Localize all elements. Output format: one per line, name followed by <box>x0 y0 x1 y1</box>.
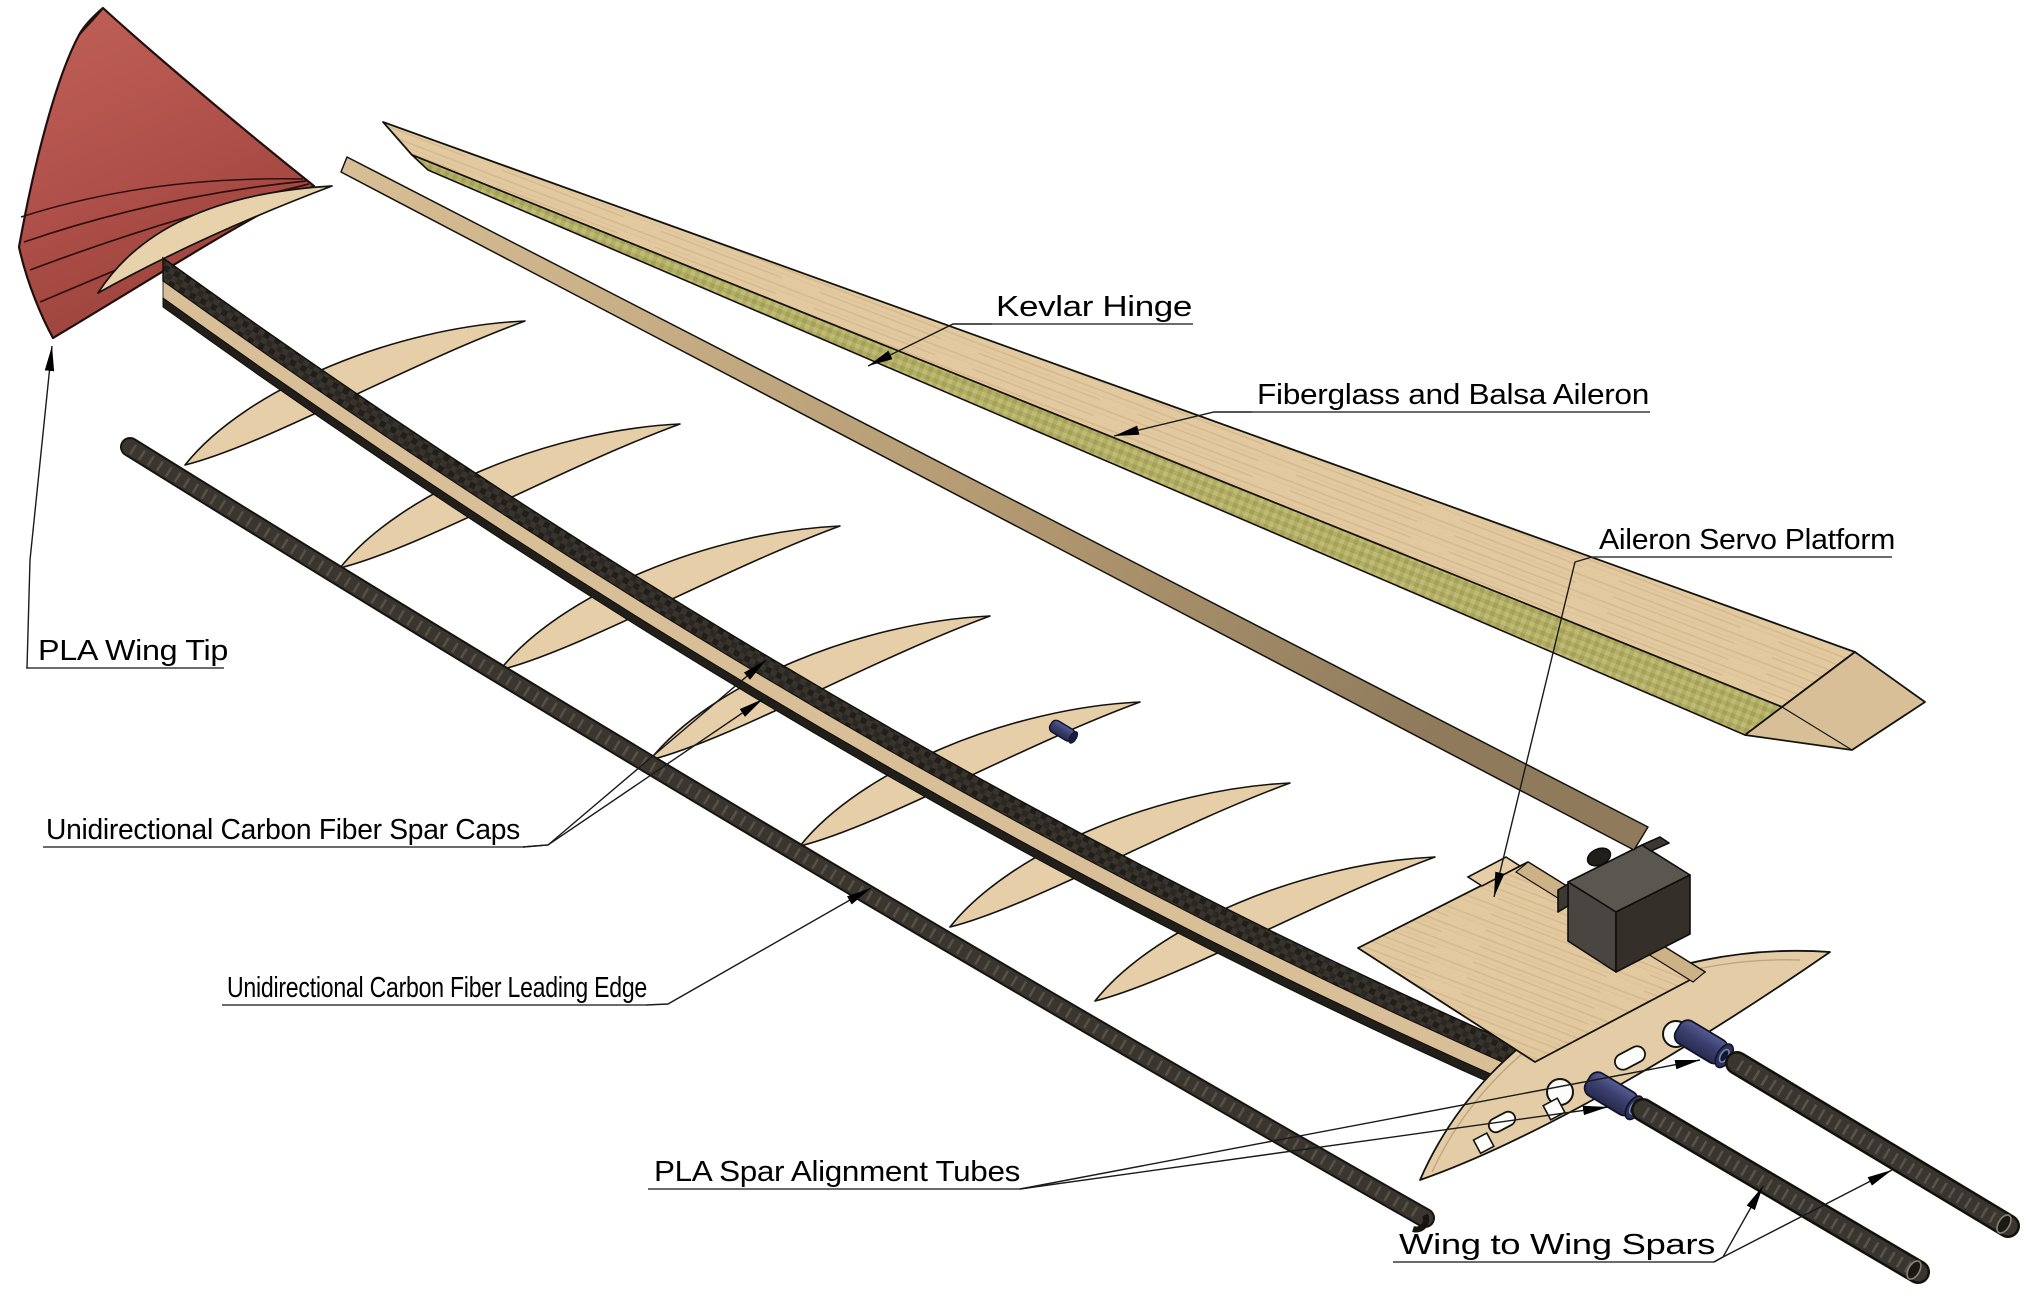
wing-tip-panel-line <box>20 178 304 218</box>
pla-alignment-tube-mid <box>1048 719 1079 744</box>
pla-alignment-tube <box>1673 1019 1735 1069</box>
lightening-slot <box>1614 1045 1646 1071</box>
callout-pla-wing-tip: PLA Wing Tip <box>26 345 228 669</box>
callout-aileron-servo-platform: Aileron Servo Platform <box>1493 524 1895 898</box>
leader-fiberglass-balsa-aileron <box>1113 411 1252 437</box>
wing-tip-bow <box>97 185 333 294</box>
leader-spar-caps-bottom <box>522 698 764 848</box>
label-fiberglass-balsa-aileron: Fiberglass and Balsa Aileron <box>1257 379 1649 411</box>
wing-spar-rod <box>1725 1051 2020 1238</box>
callout-kevlar-hinge: Kevlar Hinge <box>867 291 1193 367</box>
leader-alignment-tube-rear <box>1019 1059 1701 1190</box>
label-aileron-servo-platform: Aileron Servo Platform <box>1599 524 1895 556</box>
servo <box>1557 836 1691 973</box>
leader-wing-spar-front <box>1713 1185 1764 1263</box>
callout-fiberglass-balsa-aileron: Fiberglass and Balsa Aileron <box>1113 379 1650 437</box>
servo-mount-tab <box>1557 883 1569 913</box>
label-spar-caps: Unidirectional Carbon Fiber Spar Caps <box>46 814 520 846</box>
wing-spar-rod <box>1631 1098 1930 1284</box>
aileron <box>382 121 1926 751</box>
pla-wing-tip-part <box>17 6 316 340</box>
leader-kevlar-hinge <box>867 323 992 367</box>
servo-side-face <box>1615 874 1691 973</box>
label-spar-alignment-tubes: PLA Spar Alignment Tubes <box>654 1156 1020 1188</box>
leader-leading-edge <box>645 887 872 1006</box>
leader-pla-wing-tip <box>26 345 55 669</box>
leader-wing-spar-rear <box>1713 1169 1893 1263</box>
label-leading-edge: Unidirectional Carbon Fiber Leading Edge <box>227 972 647 1004</box>
leader-alignment-tube-front <box>1019 1105 1609 1190</box>
label-wing-to-wing-spars: Wing to Wing Spars <box>1399 1229 1715 1261</box>
callout-spar-caps: Unidirectional Carbon Fiber Spar Caps <box>43 659 767 848</box>
leading-edge-rod <box>120 437 1435 1233</box>
callout-spar-alignment-tubes: PLA Spar Alignment Tubes <box>648 1059 1701 1190</box>
aileron-root-cap <box>1744 651 1926 751</box>
servo-platform-tab <box>1466 856 1522 887</box>
rib-notch <box>1472 1131 1495 1155</box>
leading-edge-rod-hook <box>1412 1213 1430 1233</box>
callout-wing-to-wing-spars: Wing to Wing Spars <box>1393 1169 1893 1263</box>
callout-leading-edge: Unidirectional Carbon Fiber Leading Edge <box>222 887 872 1006</box>
servo-mount-tab <box>1641 836 1670 852</box>
wing-tip-panel-line <box>23 180 307 243</box>
trailing-edge-strip <box>340 156 1649 851</box>
callouts: Kevlar Hinge Fiberglass and Balsa Ailero… <box>26 291 1895 1263</box>
leader-aileron-servo-platform <box>1493 556 1593 898</box>
label-kevlar-hinge: Kevlar Hinge <box>996 291 1192 323</box>
label-pla-wing-tip: PLA Wing Tip <box>38 635 228 667</box>
